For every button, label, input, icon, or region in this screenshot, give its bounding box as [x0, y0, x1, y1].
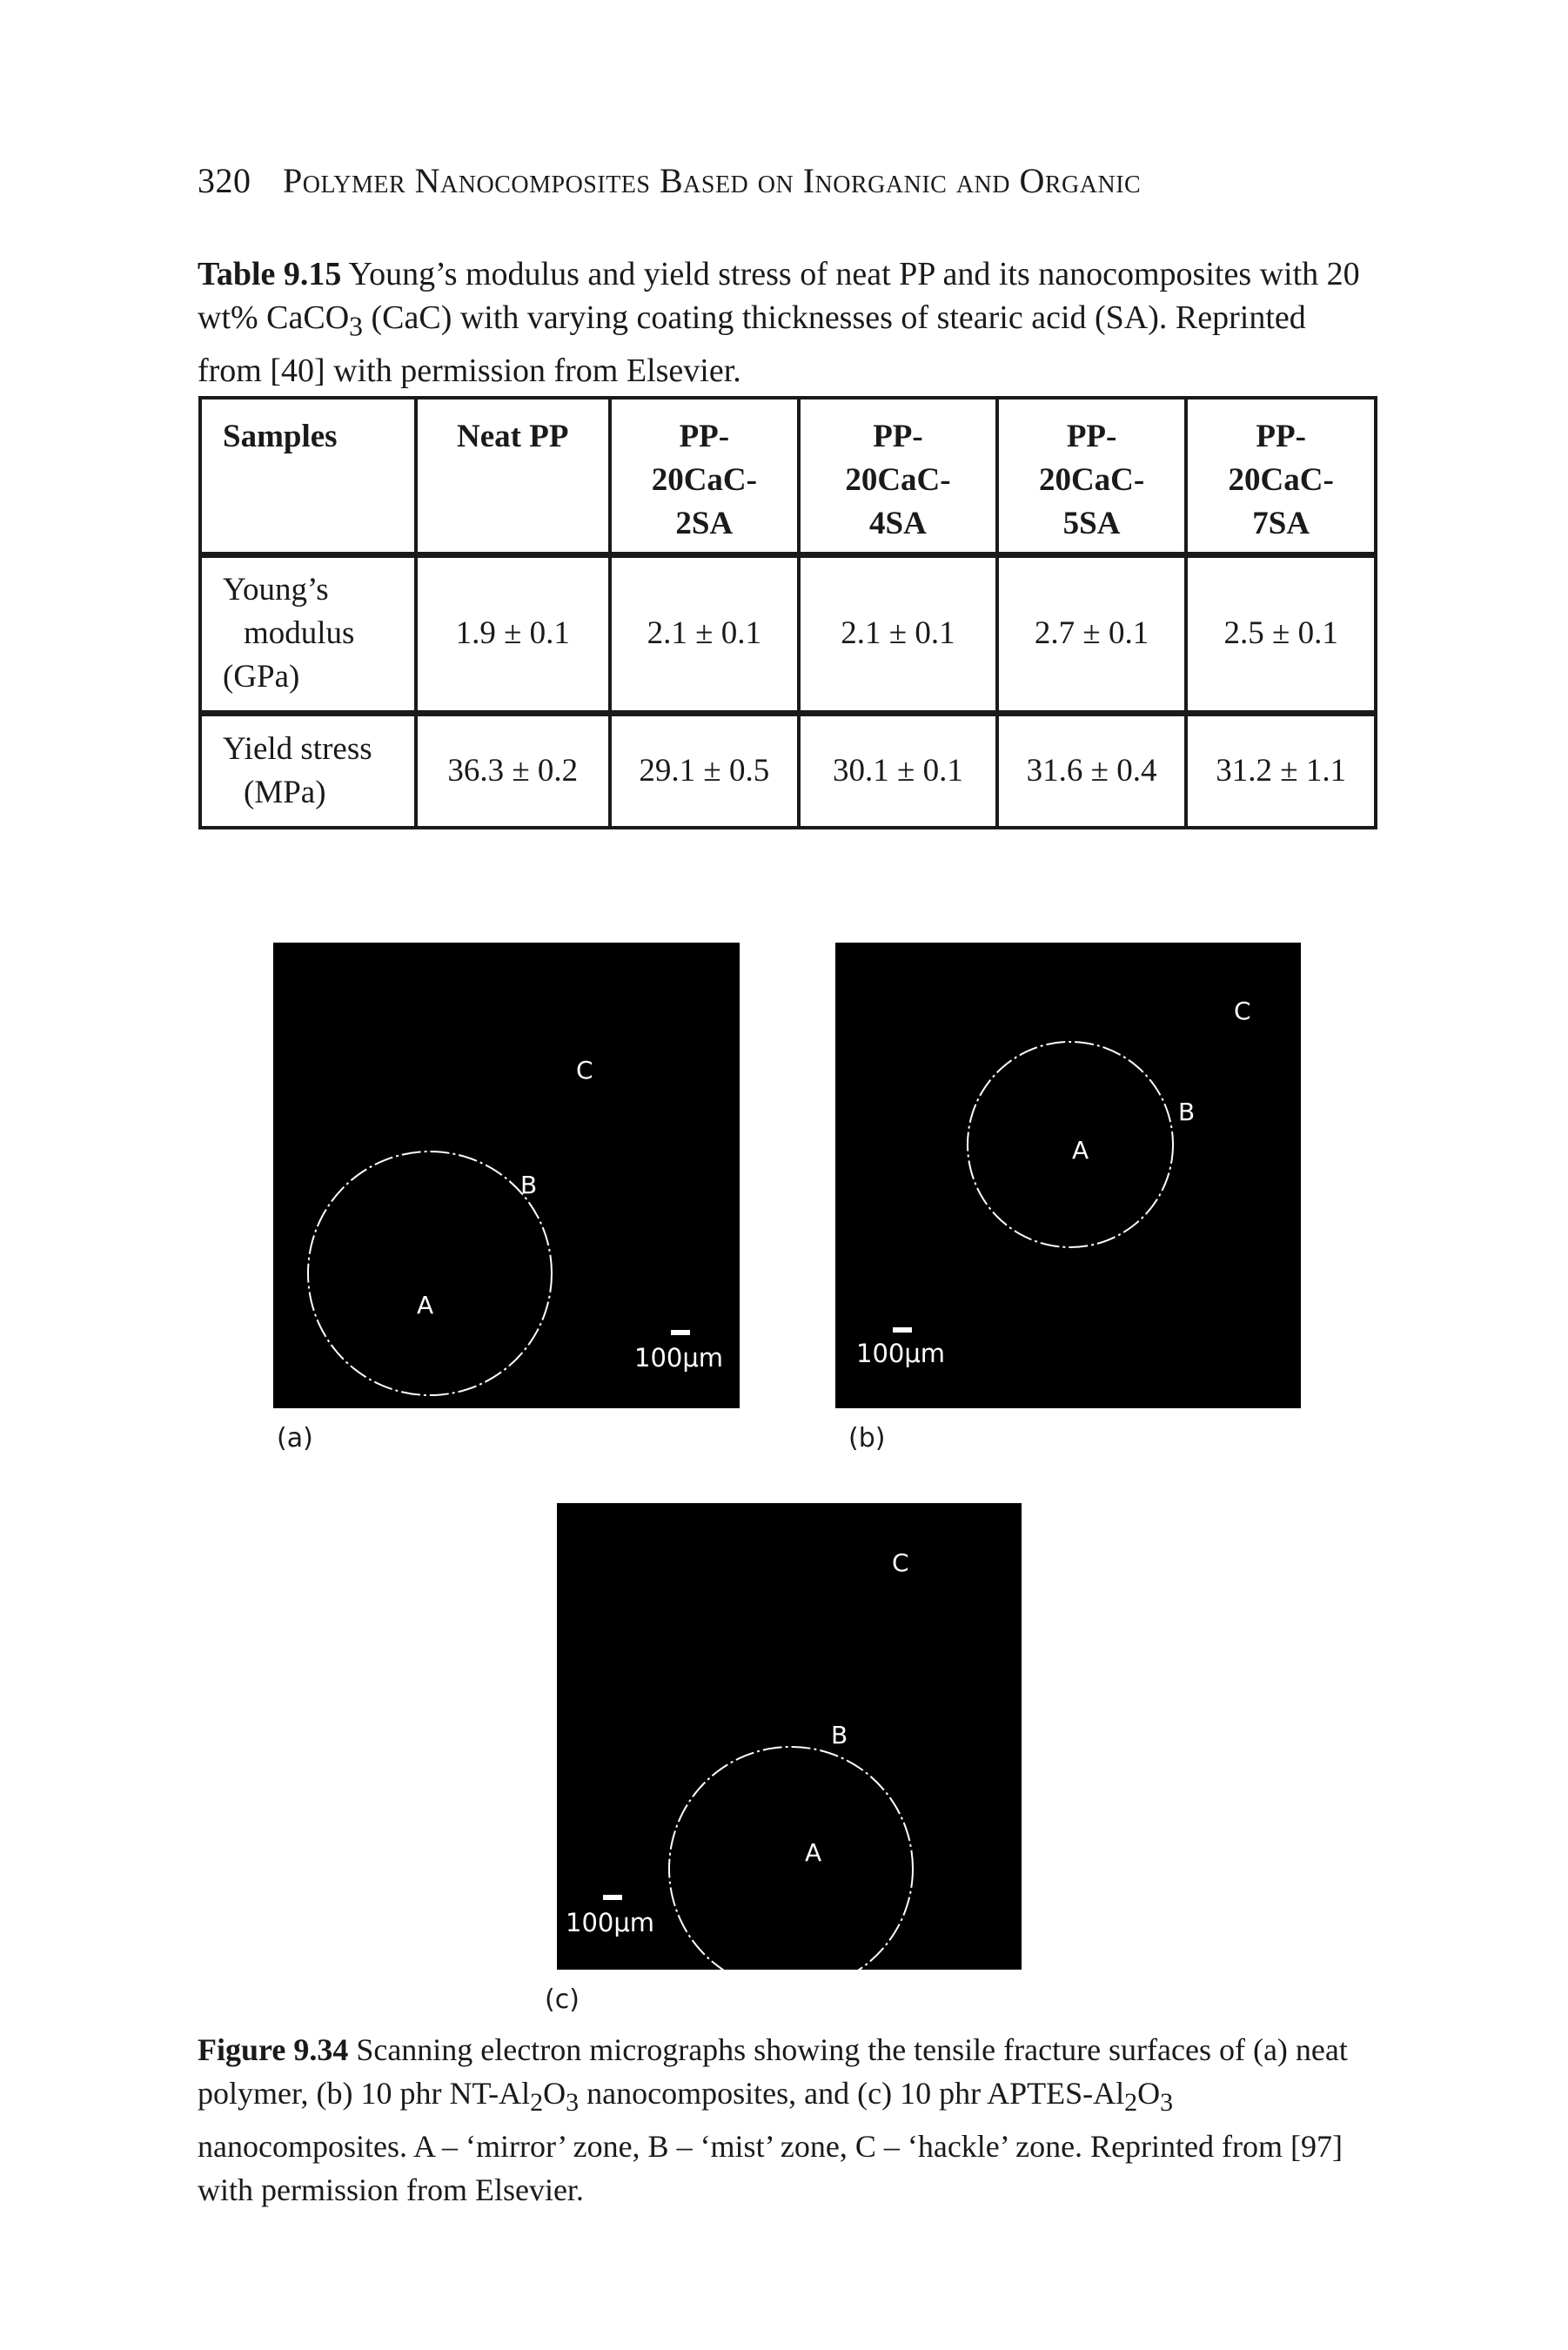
- panel-label-b: (b): [848, 1423, 886, 1454]
- panel-label-a: (a): [277, 1423, 313, 1454]
- table-cell: 31.2 ± 1.1: [1184, 711, 1377, 829]
- micrograph-a: C B A 100μm: [273, 943, 740, 1408]
- figure-label: Figure 9.34: [198, 2032, 349, 2067]
- fracture-zone-circle-b: [967, 1041, 1174, 1248]
- header-5sa: PP- 20CaC- 5SA: [995, 396, 1189, 558]
- micrograph-c: C B A 100μm: [557, 1503, 1022, 1970]
- zone-label-b: B: [520, 1171, 538, 1199]
- header-7sa: PP- 20CaC- 7SA: [1184, 396, 1377, 558]
- running-title: Polymer Nanocomposites Based on Inorgani…: [283, 161, 1142, 200]
- running-header: 320 Polymer Nanocomposites Based on Inor…: [198, 160, 1381, 201]
- row-label-yield-stress: Yield stress (MPa): [198, 711, 418, 829]
- zone-label-a: A: [417, 1291, 434, 1319]
- zone-label-b: B: [1178, 1098, 1196, 1126]
- header-neat-pp: Neat PP: [413, 396, 612, 558]
- data-table: Samples Neat PP PP- 20CaC- 2SA PP- 20CaC…: [198, 396, 1377, 829]
- scale-bar: [603, 1895, 622, 1900]
- table-cell: 2.5 ± 0.1: [1184, 552, 1377, 716]
- table-cell: 2.1 ± 0.1: [797, 552, 999, 716]
- zone-label-c: C: [892, 1548, 909, 1577]
- zone-label-a: A: [1072, 1136, 1089, 1165]
- table-row: Yield stress (MPa) 36.3 ± 0.2 29.1 ± 0.5…: [198, 711, 1377, 829]
- zone-label-a: A: [805, 1838, 822, 1867]
- page-number: 320: [198, 161, 251, 200]
- zone-label-b: B: [831, 1721, 848, 1749]
- header-4sa: PP- 20CaC- 4SA: [797, 396, 999, 558]
- figure-caption: Figure 9.34 Scanning electron micrograph…: [198, 2032, 1348, 2208]
- table-row: Young’s modulus (GPa) 1.9 ± 0.1 2.1 ± 0.…: [198, 552, 1377, 716]
- zone-label-c: C: [576, 1056, 593, 1084]
- table-label: Table 9.15: [198, 256, 342, 292]
- panel-label-c: (c): [545, 1984, 580, 2015]
- table-cell: 29.1 ± 0.5: [607, 711, 801, 829]
- table-cell: 1.9 ± 0.1: [413, 552, 612, 716]
- fracture-zone-circle-a: [307, 1151, 553, 1396]
- table-cell: 30.1 ± 0.1: [797, 711, 999, 829]
- micrograph-b: C B A 100μm: [835, 943, 1301, 1408]
- table-cell: 2.7 ± 0.1: [995, 552, 1189, 716]
- header-2sa: PP- 20CaC- 2SA: [607, 396, 801, 558]
- table-cell: 31.6 ± 0.4: [995, 711, 1189, 829]
- row-label-youngs-modulus: Young’s modulus (GPa): [198, 552, 418, 716]
- scale-label: 100μm: [566, 1908, 655, 1937]
- scale-label: 100μm: [634, 1343, 724, 1373]
- table-caption: Table 9.15 Young’s modulus and yield str…: [198, 256, 1360, 389]
- scale-label: 100μm: [856, 1339, 946, 1368]
- table-cell: 36.3 ± 0.2: [413, 711, 612, 829]
- table-cell: 2.1 ± 0.1: [607, 552, 801, 716]
- scale-bar: [671, 1330, 690, 1335]
- fracture-zone-circle-c: [668, 1746, 914, 1970]
- zone-label-c: C: [1234, 997, 1251, 1025]
- header-samples: Samples: [198, 396, 418, 558]
- scale-bar: [893, 1327, 912, 1333]
